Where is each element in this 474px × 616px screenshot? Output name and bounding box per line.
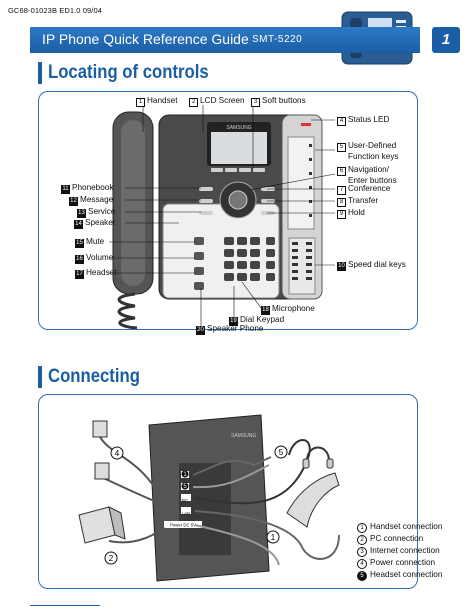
- port-power-label: Power DC 5V: [170, 523, 196, 528]
- phone-back-illustration: SAMSUNG PC LAN Power DC 5V: [78, 414, 340, 582]
- section-title-controls: Locating of controls: [48, 62, 209, 83]
- svg-text:5: 5: [279, 448, 284, 457]
- model-number: SMT-5220: [252, 34, 303, 45]
- brand-logo-back: SAMSUNG: [231, 433, 256, 439]
- port-pc-label: PC: [182, 498, 189, 503]
- title-banner: IP Phone Quick Reference Guide SMT-5220: [30, 27, 420, 53]
- guide-title: IP Phone Quick Reference Guide: [42, 31, 249, 47]
- connecting-panel: SAMSUNG PC LAN Power DC 5V: [38, 394, 442, 589]
- svg-text:4: 4: [115, 449, 120, 458]
- svg-text:1: 1: [271, 533, 276, 542]
- phone-front-illustration: SAMSUNG: [109, 105, 336, 329]
- port-lan-label: LAN: [182, 511, 191, 516]
- document-code: GC68-01023B ED1.0 09/04: [8, 6, 103, 15]
- page-number-badge: 1: [432, 27, 460, 53]
- footer-rule: [30, 605, 100, 606]
- controls-panel: SAMSUNG: [38, 91, 418, 335]
- svg-text:2: 2: [109, 554, 114, 563]
- section-title-connecting: Connecting: [48, 366, 140, 387]
- section-bar: [38, 366, 42, 388]
- section-bar: [38, 62, 42, 84]
- svg-text:5: 5: [183, 484, 187, 490]
- brand-logo: SAMSUNG: [226, 125, 251, 131]
- svg-text:1: 1: [183, 472, 187, 478]
